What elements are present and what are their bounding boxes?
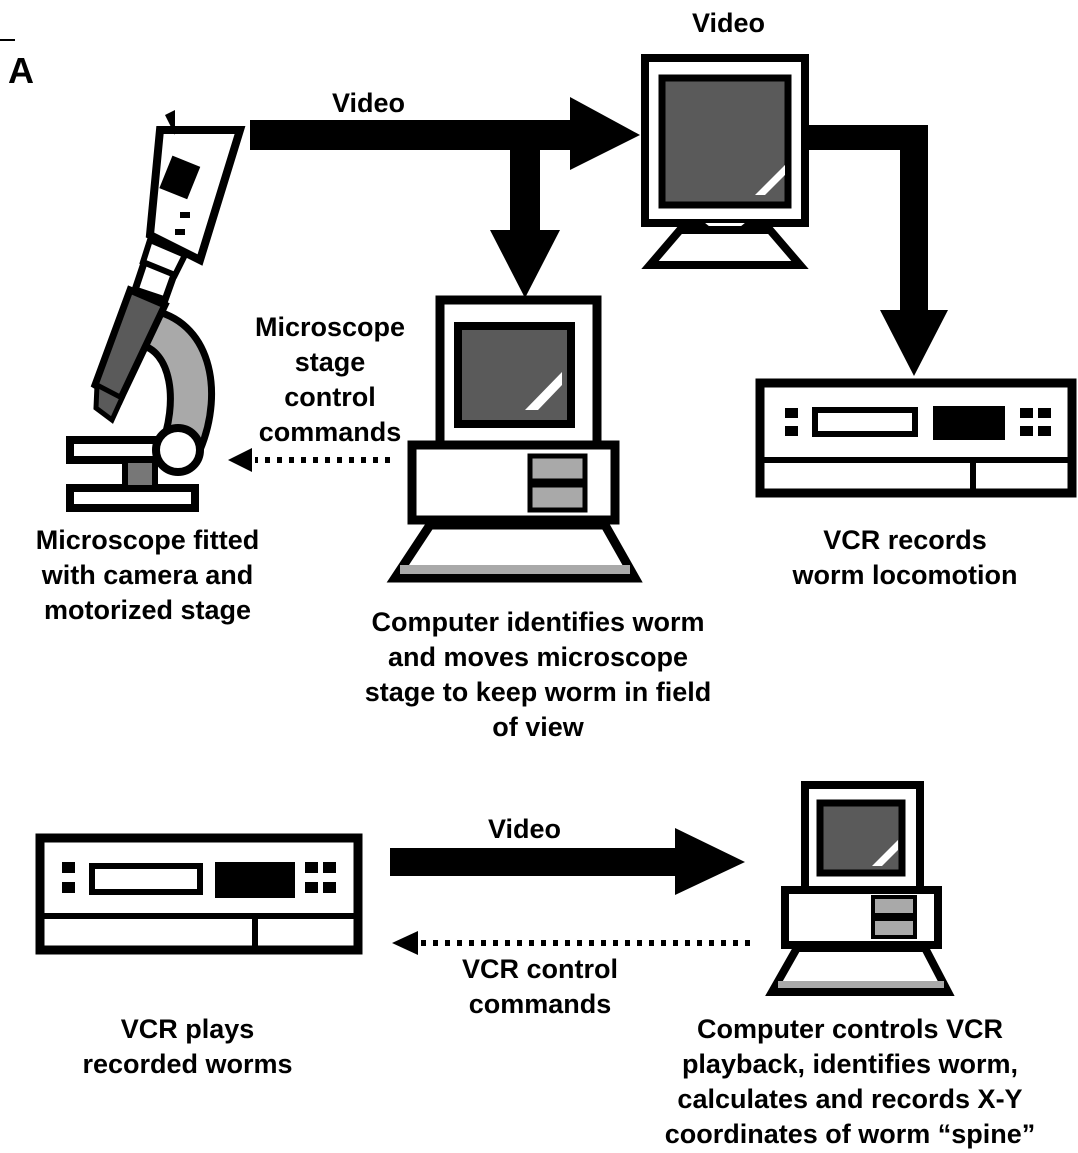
- vcr-top-caption: VCR records worm locomotion: [792, 525, 1018, 590]
- stage-control-arrow: [228, 448, 390, 472]
- video-label-bottom: Video: [488, 814, 562, 844]
- video-arrow-to-vcr: [805, 125, 948, 376]
- computer-icon: [386, 295, 643, 583]
- vcr-control-arrow: [392, 931, 750, 955]
- monitor-icon: [641, 54, 809, 269]
- computer-bottom-caption: Computer controls VCR playback, identifi…: [664, 1014, 1036, 1149]
- vcr-control-label: VCR control commands: [461, 954, 618, 1019]
- vcr-icon: [755, 378, 1077, 498]
- video-label-monitor: Video: [692, 8, 766, 38]
- video-label-top: Video: [332, 88, 406, 118]
- panel-label: A: [8, 50, 34, 91]
- video-arrow-top: [250, 97, 640, 298]
- vcr-icon: [35, 833, 363, 955]
- computer-icon: [765, 781, 955, 996]
- microscope-caption: Microscope fitted with camera and motori…: [35, 525, 260, 625]
- stage-control-label: Microscope stage control commands: [254, 312, 406, 447]
- video-arrow-bottom: [390, 828, 745, 895]
- computer-top-caption: Computer identifies worm and moves micro…: [364, 607, 712, 742]
- microscope-icon: [66, 110, 246, 512]
- vcr-bottom-caption: VCR plays recorded worms: [82, 1014, 293, 1079]
